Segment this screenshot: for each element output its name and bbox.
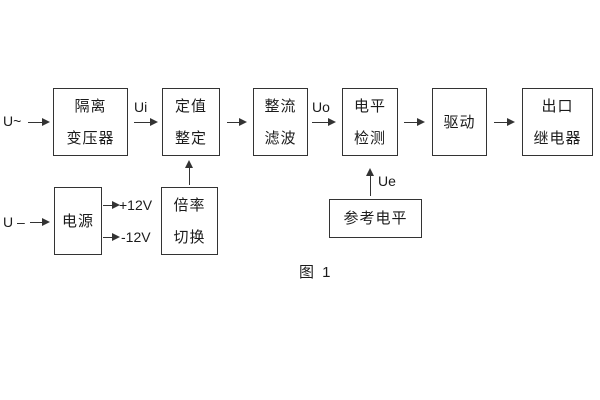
box-rectifier-filter-line2: 滤波 [264, 129, 297, 147]
arrow-power-minus12 [103, 233, 120, 242]
arrow-udc-input [30, 218, 50, 227]
box-output-relay-line2: 继电器 [533, 129, 582, 147]
box-ratio-switch-line1: 倍率 [173, 196, 206, 214]
box-level-detection: 电平 检测 [342, 88, 398, 156]
box-power-supply-line1: 电源 [61, 212, 94, 230]
box-ratio-switch: 倍率 切换 [161, 187, 218, 255]
arrow-power-plus12 [103, 201, 120, 210]
label-ue: Ue [378, 173, 396, 189]
box-drive-line1: 驱动 [443, 113, 476, 131]
box-reference-level-line1: 参考电平 [343, 210, 408, 227]
box-ratio-switch-line2: 切换 [173, 228, 206, 246]
box-drive: 驱动 [432, 88, 487, 156]
box-output-relay: 出口 继电器 [522, 88, 593, 156]
arrow-level-to-drive [404, 118, 425, 127]
box-isolation-transformer-line2: 变压器 [66, 129, 115, 147]
box-rectifier-filter: 整流 滤波 [253, 88, 308, 156]
box-isolation-transformer-line1: 隔离 [74, 97, 107, 115]
box-setting-adjustment-line2: 整定 [174, 129, 207, 147]
arrow-setting-to-rectifier [227, 118, 247, 127]
label-ui: Ui [134, 99, 148, 115]
box-output-relay-line1: 出口 [541, 97, 574, 115]
label-u-dc: U – [3, 214, 25, 230]
box-level-detection-line2: 检测 [353, 129, 386, 147]
figure-caption: 图 1 [299, 264, 333, 281]
box-reference-level: 参考电平 [329, 199, 422, 238]
box-setting-adjustment: 定值 整定 [162, 88, 220, 156]
label-minus12v: -12V [121, 229, 151, 245]
arrow-uo-signal [312, 118, 336, 127]
box-level-detection-line1: 电平 [353, 97, 386, 115]
label-uo: Uo [312, 99, 330, 115]
arrow-ue-signal [366, 168, 375, 196]
box-isolation-transformer: 隔离 变压器 [53, 88, 128, 156]
box-power-supply: 电源 [54, 187, 102, 255]
box-setting-adjustment-line1: 定值 [174, 97, 207, 115]
box-rectifier-filter-line1: 整流 [264, 97, 297, 115]
arrow-ui-signal [134, 118, 158, 127]
arrow-ratio-to-setting [185, 160, 194, 185]
label-u-ac: U~ [3, 113, 22, 129]
arrow-drive-to-relay [494, 118, 515, 127]
arrow-uac-input [28, 118, 50, 127]
label-plus12v: +12V [119, 197, 153, 213]
